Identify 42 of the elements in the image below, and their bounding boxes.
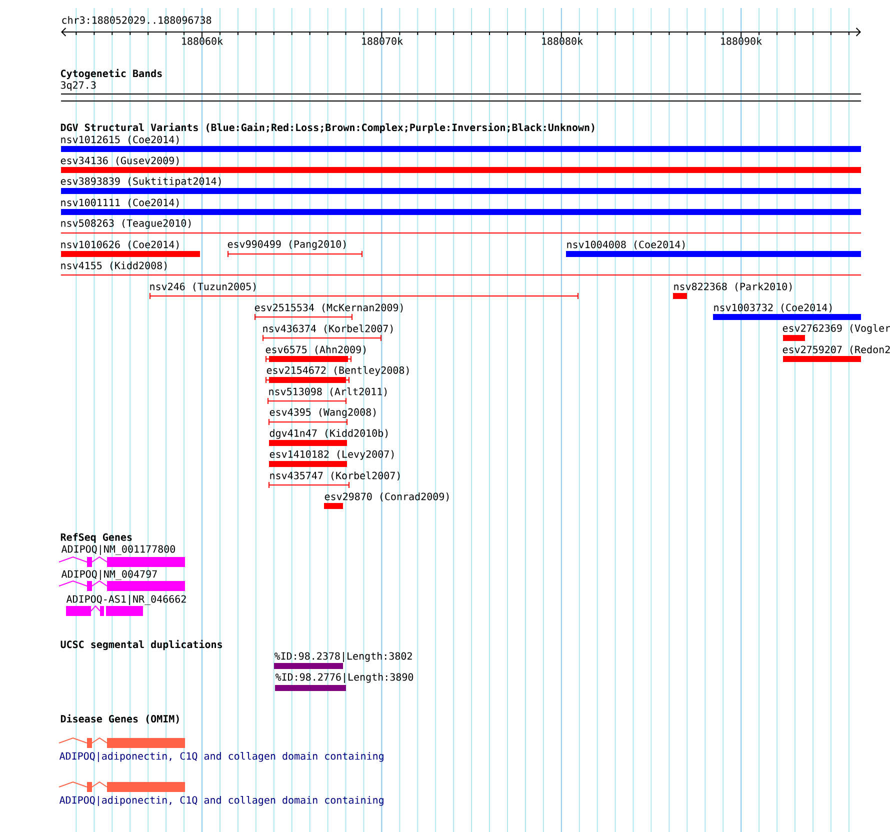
feature-label: nsv1012615 (Coe2014) — [61, 136, 179, 144]
track-heading: Cytogenetic Bands — [61, 68, 162, 80]
feature-label: nsv246 (Tuzun2005) — [150, 282, 256, 292]
feature-label: dgv41n47 (Kidd2010b) — [270, 429, 388, 439]
feature-label: esv3893839 (Suktitipat2014) — [60, 177, 221, 187]
feature-label: ADIPOQ-AS1|NR_046662 — [66, 595, 186, 605]
feature-label: nsv1004008 (Coe2014) — [567, 240, 685, 250]
gene-description: ADIPOQ|adiponectin, C1Q and collagen domain containing — [59, 796, 384, 806]
track-heading: RefSeq Genes — [60, 533, 132, 543]
feature-label: esv29870 (Conrad2009) — [324, 492, 449, 502]
feature-label: esv2762369 (Vogler — [782, 324, 890, 334]
feature-label: esv1410182 (Levy2007) — [270, 450, 394, 460]
track-heading: UCSC segmental duplications — [60, 640, 222, 650]
feature-label: nsv1003732 (Coe2014) — [714, 304, 832, 312]
feature-label: esv2759207 (Redon2 — [782, 346, 890, 354]
feature-label: nsv435747 (Korbel2007) — [270, 472, 400, 480]
tick-label: 188060k — [182, 37, 223, 45]
feature-label: %ID:98.2378|Length:3802 — [274, 652, 412, 662]
feature-label: esv990499 (Pang2010) — [228, 240, 346, 250]
feature-label: nsv508263 (Teague2010) — [61, 219, 191, 229]
feature-label: 3q27.3 — [60, 81, 96, 91]
tick-label: 188070k — [362, 37, 403, 45]
track-heading: Disease Genes (OMIM) — [60, 714, 179, 724]
feature-label: nsv1010626 (Coe2014) — [61, 240, 179, 250]
position-label: chr3:188052029..188096738 — [62, 16, 212, 24]
feature-label: esv4395 (Wang2008) — [270, 408, 376, 418]
tick-label: 188080k — [542, 37, 583, 45]
feature-label: %ID:98.2776|Length:3890 — [275, 673, 414, 683]
feature-label: esv2154672 (Bentley2008) — [266, 366, 409, 376]
feature-label: esv6575 (Ahn2009) — [266, 346, 366, 354]
feature-label: ADIPOQ|NM_001177800 — [61, 545, 175, 555]
track-heading: DGV Structural Variants (Blue:Gain;Red:Loss;Brown:Complex;Purple:Inversion;Black:Unknown) — [60, 122, 594, 134]
feature-label: esv34136 (Gusev2009) — [60, 156, 179, 166]
feature-label: esv2515534 (McKernan2009) — [254, 304, 403, 312]
feature-label: nsv1001111 (Coe2014) — [61, 198, 179, 208]
feature-label: nsv513098 (Arlt2011) — [269, 388, 387, 396]
feature-label: nsv4155 (Kidd2008) — [61, 262, 167, 270]
feature-label: nsv436374 (Korbel2007) — [263, 324, 393, 334]
feature-label: ADIPOQ|NM_004797 — [61, 570, 157, 580]
feature-label: nsv822368 (Park2010) — [674, 282, 792, 292]
gene-description: ADIPOQ|adiponectin, C1Q and collagen domain containing — [59, 752, 384, 762]
tick-label: 188090k — [721, 37, 762, 45]
